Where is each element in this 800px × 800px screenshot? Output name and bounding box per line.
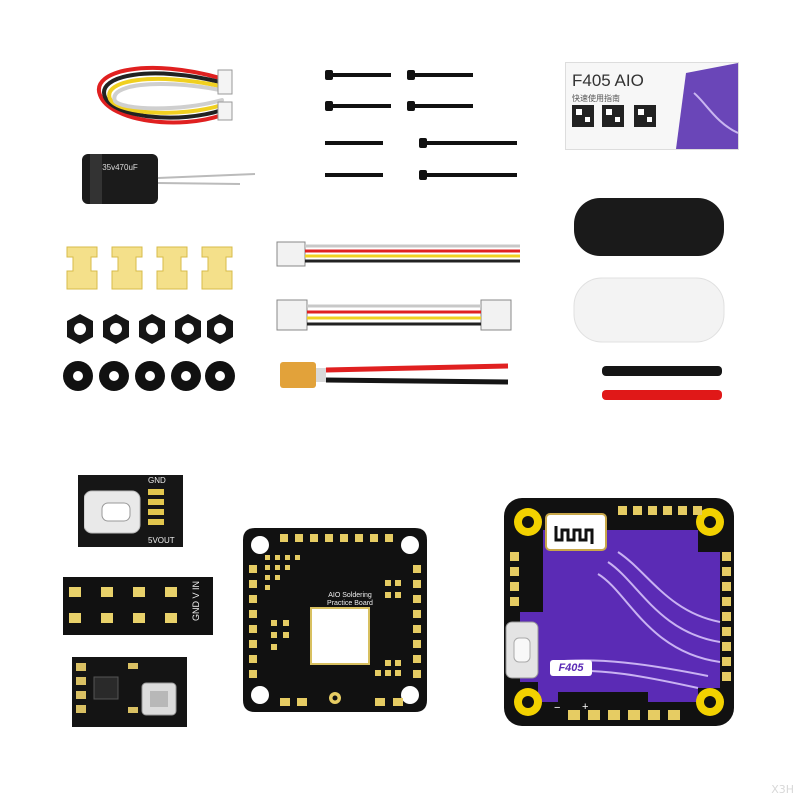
led-strip-board: GND V IN bbox=[63, 577, 213, 635]
card-title: F405 AIO bbox=[572, 71, 644, 90]
xt30-power-lead bbox=[280, 362, 509, 388]
card-subtitle: 快速使用指南 bbox=[572, 94, 620, 103]
heat-shrink-tubes bbox=[573, 198, 725, 343]
regulator-components bbox=[76, 663, 177, 716]
soldering-practice-board: AIO Soldering Practice Board bbox=[235, 520, 435, 720]
usb-gnd-label: GND bbox=[148, 476, 166, 485]
usb-pads bbox=[148, 489, 164, 525]
fc-pcb bbox=[504, 498, 734, 726]
fc-model-label: F405 bbox=[550, 660, 592, 676]
led-v-label: V bbox=[191, 592, 201, 599]
usb-c-board: GND 5VOUT bbox=[78, 475, 183, 547]
capacitor: 35v470uF bbox=[82, 154, 256, 204]
practice-board-line2: Practice Board bbox=[327, 600, 373, 607]
jst-cable-single-end bbox=[276, 241, 520, 267]
practice-board-pcb bbox=[243, 528, 427, 712]
usb-vout-label: 5VOUT bbox=[148, 536, 175, 545]
led-labels: GND V IN bbox=[191, 581, 201, 621]
regulator-board bbox=[72, 657, 187, 727]
card-board-illustration bbox=[676, 63, 738, 149]
practice-board-title: AIO Soldering Practice Board bbox=[320, 592, 380, 608]
rubber-washers bbox=[63, 361, 235, 391]
led-gnd-label: GND bbox=[191, 601, 201, 622]
small-heat-shrink-tubes bbox=[602, 366, 722, 400]
usb-c-connector bbox=[84, 490, 141, 534]
quick-start-card: F405 AIO 快速使用指南 bbox=[565, 62, 739, 150]
led-in-label: IN bbox=[191, 581, 201, 590]
hex-nuts bbox=[67, 314, 233, 344]
capacitor-label: 35v470uF bbox=[102, 163, 138, 172]
yellow-terminal-clips bbox=[66, 246, 233, 290]
wire-harness-short bbox=[96, 66, 233, 125]
fc-plus-label: + bbox=[582, 701, 589, 713]
fc-minus-label: − bbox=[554, 702, 561, 714]
jst-cable-double-end bbox=[276, 299, 512, 331]
f405-aio-flight-controller: F405 − + bbox=[498, 492, 740, 732]
watermark: X3H bbox=[771, 783, 794, 796]
screws-group bbox=[325, 70, 525, 190]
practice-board-line1: AIO Soldering bbox=[328, 592, 372, 599]
led-pads bbox=[69, 587, 177, 623]
screws bbox=[325, 70, 517, 180]
qr-codes bbox=[572, 105, 656, 127]
